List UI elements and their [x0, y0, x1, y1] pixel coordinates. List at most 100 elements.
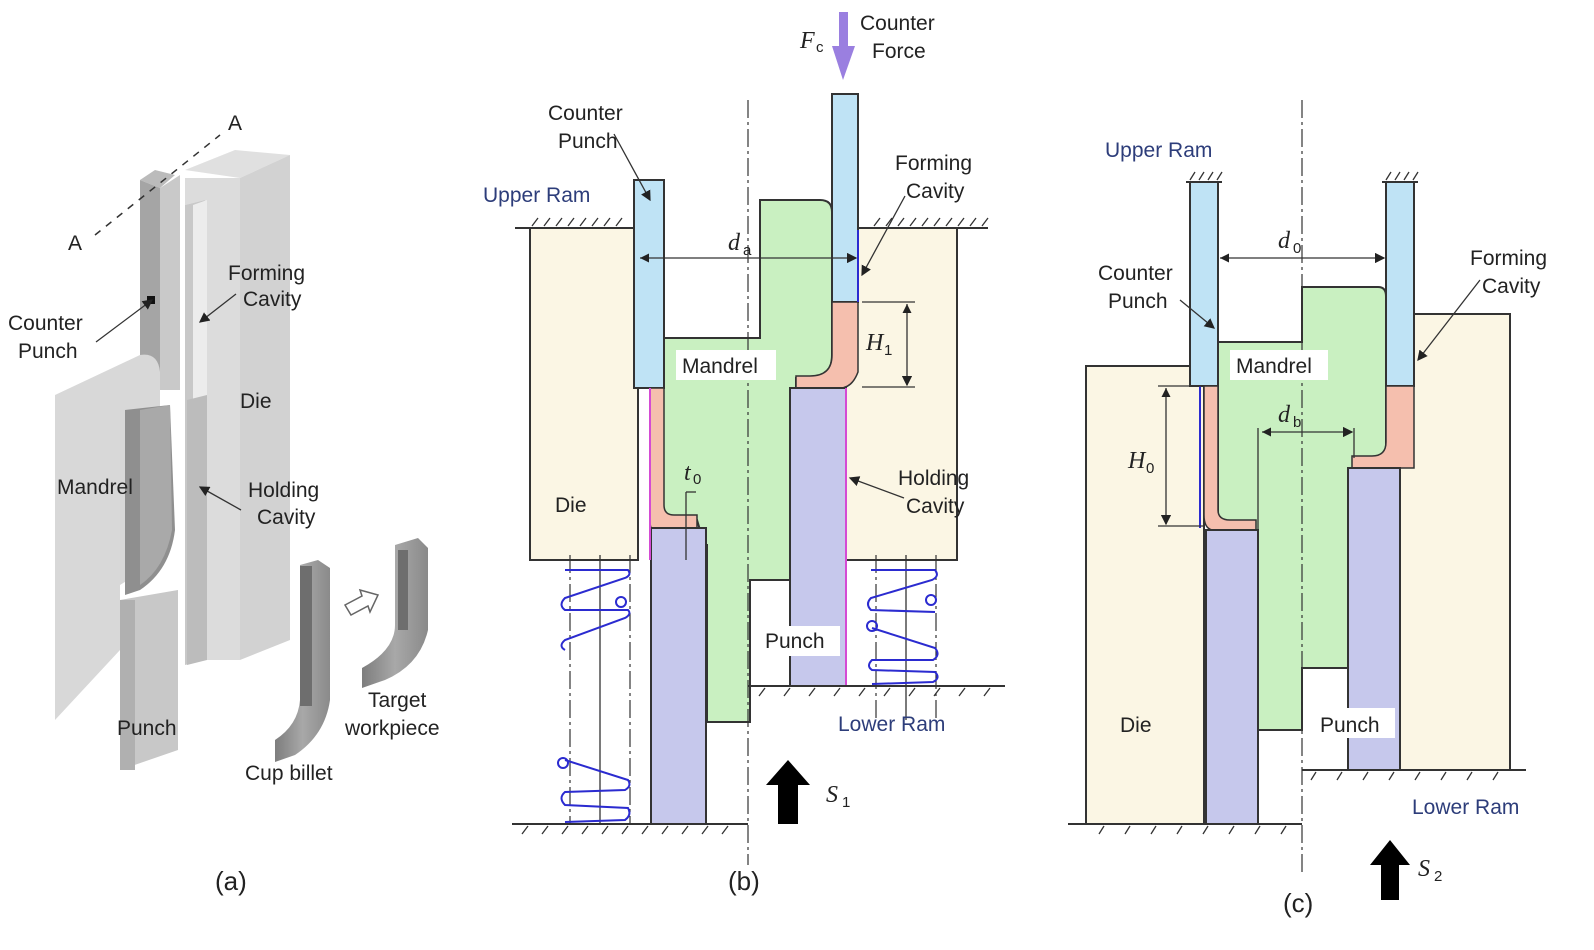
symbol-s1: S	[826, 782, 838, 808]
label-upper-ram-b: Upper Ram	[483, 184, 590, 207]
lower-ram-hatch-b	[521, 687, 991, 835]
workpiece-left-c	[1203, 385, 1257, 531]
punch-label-bg-b	[760, 626, 840, 656]
punch-3d	[120, 590, 178, 770]
symbol-s2-sub: 2	[1434, 868, 1442, 885]
label-die-c: Die	[1120, 714, 1152, 737]
label-holding-cavity-b-2: Cavity	[906, 495, 965, 518]
label-counter-punch-2: Punch	[18, 340, 78, 363]
counter-punch-right-c	[1385, 181, 1415, 387]
label-forming-cavity-1: Forming	[228, 262, 305, 285]
label-die-b: Die	[555, 494, 587, 517]
label-punch-c: Punch	[1320, 714, 1380, 737]
symbol-s1-sub: 1	[842, 794, 850, 811]
symbol-h0-sub: 0	[1146, 460, 1154, 477]
leader-forming-cavity-c	[1417, 279, 1481, 362]
symbol-db: d	[1278, 402, 1291, 428]
label-lower-ram-b: Lower Ram	[838, 713, 945, 736]
label-upper-ram-c: Upper Ram	[1105, 139, 1212, 162]
label-holding-cavity-1: Holding	[248, 479, 319, 502]
symbol-d0: d	[1278, 228, 1291, 254]
punch-left-c	[1205, 529, 1259, 825]
leader-counter-punch	[95, 299, 154, 343]
label-counter-punch-b-1: Counter	[548, 102, 623, 125]
label-counter-force-1: Counter	[860, 12, 935, 35]
spring-right-b	[866, 555, 939, 720]
symbol-fc-sub: c	[816, 39, 824, 56]
label-forming-cavity-b-1: Forming	[895, 152, 972, 175]
symbol-h0: H	[1127, 448, 1147, 474]
label-holding-cavity-b-1: Holding	[898, 467, 969, 490]
leader-forming-cavity-b	[861, 195, 906, 277]
label-cup-billet: Cup billet	[245, 762, 333, 785]
mandrel-label-bg-b	[676, 350, 776, 380]
symbol-fc: F	[799, 28, 815, 54]
counter-punch-3d	[140, 170, 180, 390]
label-counter-punch-c-1: Counter	[1098, 262, 1173, 285]
target-workpiece-3d	[362, 538, 428, 688]
caption-b: (b)	[728, 866, 760, 896]
leader-counter-punch-b	[613, 133, 651, 202]
leader-counter-punch-c	[1179, 299, 1216, 329]
stroke-arrow-s2-icon	[1370, 840, 1410, 900]
label-punch: Punch	[117, 717, 177, 740]
mandrel-3d	[55, 354, 175, 720]
punch-left-b	[650, 527, 707, 825]
symbol-s2: S	[1418, 856, 1430, 882]
panel-c: d 0 d b H 0 Upper Ram Counter Punch Form…	[1068, 100, 1547, 918]
symbol-t0-sub: 0	[693, 471, 701, 488]
label-lower-ram-c: Lower Ram	[1412, 796, 1519, 819]
caption-a: (a)	[215, 866, 247, 896]
label-forming-cavity-b-2: Cavity	[906, 180, 965, 203]
counter-punch-left-c	[1189, 181, 1219, 387]
leader-holding-cavity	[198, 486, 242, 511]
label-forming-cavity-2: Cavity	[243, 288, 302, 311]
spring-left-b	[557, 555, 631, 824]
panel-b: d a H 1 t 0 F c Counter Force Counter Pu…	[483, 12, 1005, 896]
label-die: Die	[240, 390, 272, 413]
symbol-h1-sub: 1	[884, 342, 892, 359]
cup-billet-3d	[275, 560, 330, 762]
label-mandrel-b: Mandrel	[682, 355, 758, 378]
symbol-da: d	[728, 230, 741, 256]
symbol-d0-sub: 0	[1293, 240, 1301, 257]
symbol-db-sub: b	[1293, 414, 1301, 431]
label-target-1: Target	[368, 689, 427, 712]
symbol-h1: H	[865, 330, 885, 356]
die-left-b	[529, 227, 639, 561]
leader-forming-cavity	[198, 293, 237, 323]
label-forming-cavity-c-2: Cavity	[1482, 275, 1541, 298]
symbol-t0: t	[684, 460, 692, 486]
symbol-da-sub: a	[743, 242, 752, 259]
upper-ram-hatch	[531, 217, 989, 227]
caption-c: (c)	[1283, 888, 1313, 918]
punch-label-bg-c	[1315, 708, 1395, 738]
section-mark-top: A	[228, 112, 242, 135]
counter-force-arrow-icon	[832, 12, 855, 80]
die-left-c	[1085, 365, 1205, 825]
section-mark-left: A	[68, 232, 82, 255]
label-holding-cavity-2: Cavity	[257, 506, 316, 529]
leader-holding-cavity-b	[848, 476, 905, 499]
label-counter-punch-b-2: Punch	[558, 130, 618, 153]
die-3d	[185, 150, 290, 665]
counter-punch-right-b	[831, 93, 859, 303]
label-forming-cavity-c-1: Forming	[1470, 247, 1547, 270]
mandrel-label-bg-c	[1230, 350, 1328, 380]
label-target-2: workpiece	[344, 717, 440, 740]
die-right-c	[1399, 313, 1511, 771]
label-punch-b: Punch	[765, 630, 825, 653]
counter-punch-left-b	[633, 179, 665, 389]
label-counter-punch-c-2: Punch	[1108, 290, 1168, 313]
upper-ram-hatch-c	[1189, 171, 1419, 181]
label-counter-force-2: Force	[872, 40, 926, 63]
die-right-b	[844, 227, 958, 561]
panel-a: A A Counter Punch Forming Cavity Die Man…	[8, 112, 440, 896]
stroke-arrow-s1-icon	[766, 760, 810, 824]
label-mandrel-c: Mandrel	[1236, 355, 1312, 378]
transform-arrow-icon	[343, 588, 380, 616]
label-mandrel: Mandrel	[57, 476, 133, 499]
label-counter-punch-1: Counter	[8, 312, 83, 335]
lower-ram-hatch-c	[1098, 771, 1499, 835]
